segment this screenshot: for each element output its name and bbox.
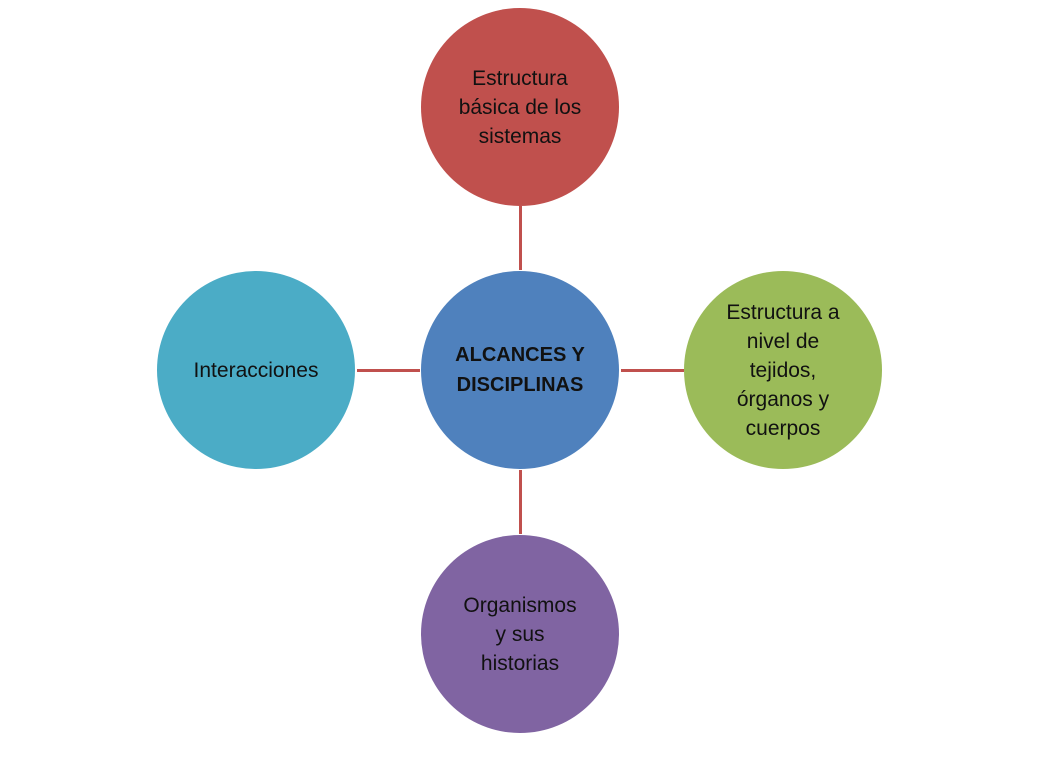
connector-right [621,369,684,372]
node-left: Interacciones [157,271,355,469]
node-top: Estructura básica de los sistemas [421,8,619,206]
connector-top [519,206,522,270]
node-top-label: Estructura básica de los sistemas [458,66,582,148]
node-center: ALCANCES Y DISCIPLINAS [421,271,619,469]
node-left-label: Interacciones [193,358,319,382]
node-center-label: ALCANCES Y DISCIPLINAS [455,344,585,396]
connector-left [357,369,420,372]
node-bottom: Organismos y sus historias [421,535,619,733]
node-right-label: Estructura a nivel de tejidos, órganos y… [726,300,840,440]
connector-bottom [519,470,522,534]
node-right: Estructura a nivel de tejidos, órganos y… [684,271,882,469]
node-bottom-label: Organismos y sus historias [463,593,577,675]
